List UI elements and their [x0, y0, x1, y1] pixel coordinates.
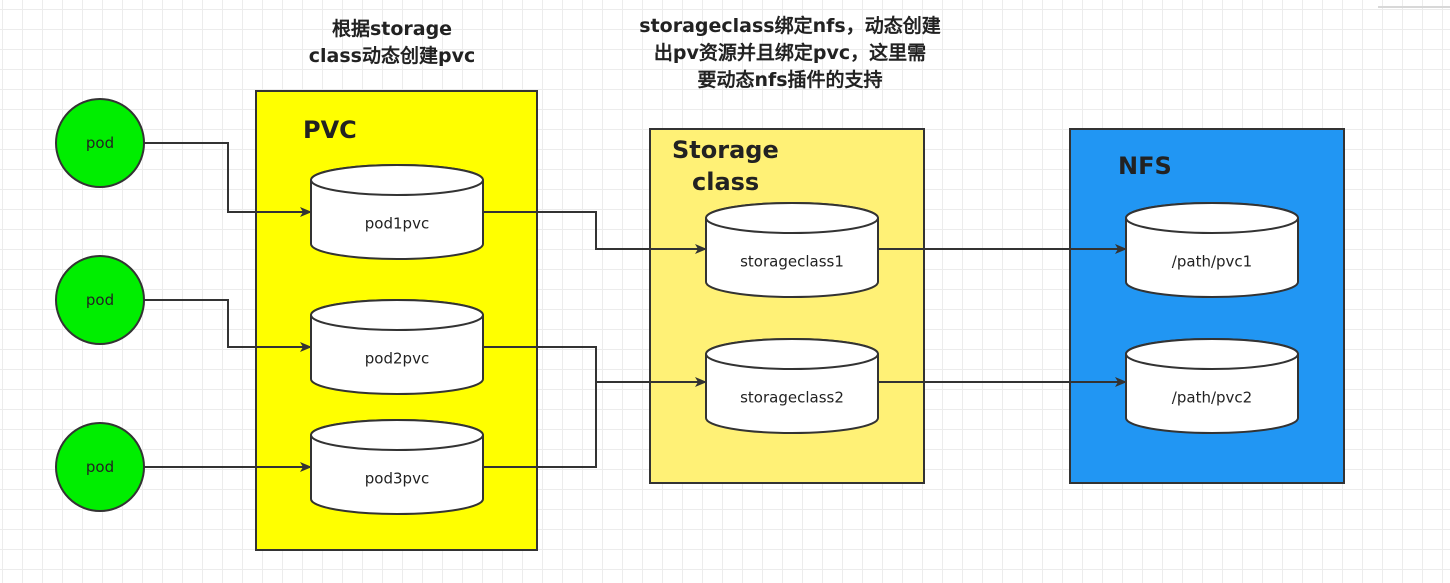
- pod-circle-2[interactable]: [55, 255, 145, 345]
- pvc-cylinder-3-top: [310, 419, 484, 451]
- pvc-cylinder-3-label: pod3pvc: [365, 469, 429, 487]
- storageclass-title-line1: Storage: [672, 136, 779, 164]
- pvc-note-line2: class动态创建pvc: [309, 44, 475, 67]
- nfs-cylinder-1[interactable]: /path/pvc1: [1125, 202, 1299, 298]
- connector-pod1-pvc1: [144, 142, 312, 217]
- nfs-cylinder-1-top: [1125, 202, 1299, 234]
- pod-circle-3[interactable]: [55, 422, 145, 512]
- pod-label-2: pod: [86, 291, 114, 309]
- storageclass-cylinder-2-top: [705, 338, 879, 370]
- storageclass-cylinder-1-top: [705, 202, 879, 234]
- pvc-cylinder-1-label: pod1pvc: [365, 214, 429, 232]
- nfs-cylinder-2-label: /path/pvc2: [1172, 388, 1252, 406]
- pvc-cylinder-2[interactable]: pod2pvc: [310, 299, 484, 395]
- storageclass-note-line3: 要动态nfs插件的支持: [697, 68, 882, 91]
- connector-pvc1-sc1: [483, 211, 707, 254]
- nfs-cylinder-2[interactable]: /path/pvc2: [1125, 338, 1299, 434]
- nfs-cylinder-1-label: /path/pvc1: [1172, 252, 1252, 270]
- pvc-cylinder-1-top: [310, 164, 484, 196]
- nfs-title: NFS: [1118, 152, 1172, 180]
- canvas-edge-line: [1378, 6, 1450, 8]
- storageclass-cylinder-1[interactable]: storageclass1: [705, 202, 879, 298]
- pod-label-3: pod: [86, 458, 114, 476]
- pvc-cylinder-1[interactable]: pod1pvc: [310, 164, 484, 260]
- connector-pod2-pvc2: [144, 299, 312, 352]
- storageclass-note-line2: 出pv资源并且绑定pvc，这里需: [654, 41, 926, 64]
- storageclass-note-line1: storageclass绑定nfs，动态创建: [639, 14, 940, 37]
- connector-pvc2-sc2: [483, 346, 707, 387]
- pvc-title: PVC: [303, 116, 357, 144]
- pvc-cylinder-2-top: [310, 299, 484, 331]
- pvc-note-line1: 根据storage: [332, 17, 452, 40]
- storageclass-title-line2: class: [692, 168, 759, 196]
- connector-pvc3-sc2: [483, 382, 597, 468]
- storageclass-cylinder-2[interactable]: storageclass2: [705, 338, 879, 434]
- pvc-cylinder-3[interactable]: pod3pvc: [310, 419, 484, 515]
- storageclass-cylinder-1-label: storageclass1: [740, 252, 844, 270]
- pvc-cylinder-2-label: pod2pvc: [365, 349, 429, 367]
- nfs-cylinder-2-top: [1125, 338, 1299, 370]
- pod-label-1: pod: [86, 134, 114, 152]
- storageclass-cylinder-2-label: storageclass2: [740, 388, 844, 406]
- pod-circle-1[interactable]: [55, 98, 145, 188]
